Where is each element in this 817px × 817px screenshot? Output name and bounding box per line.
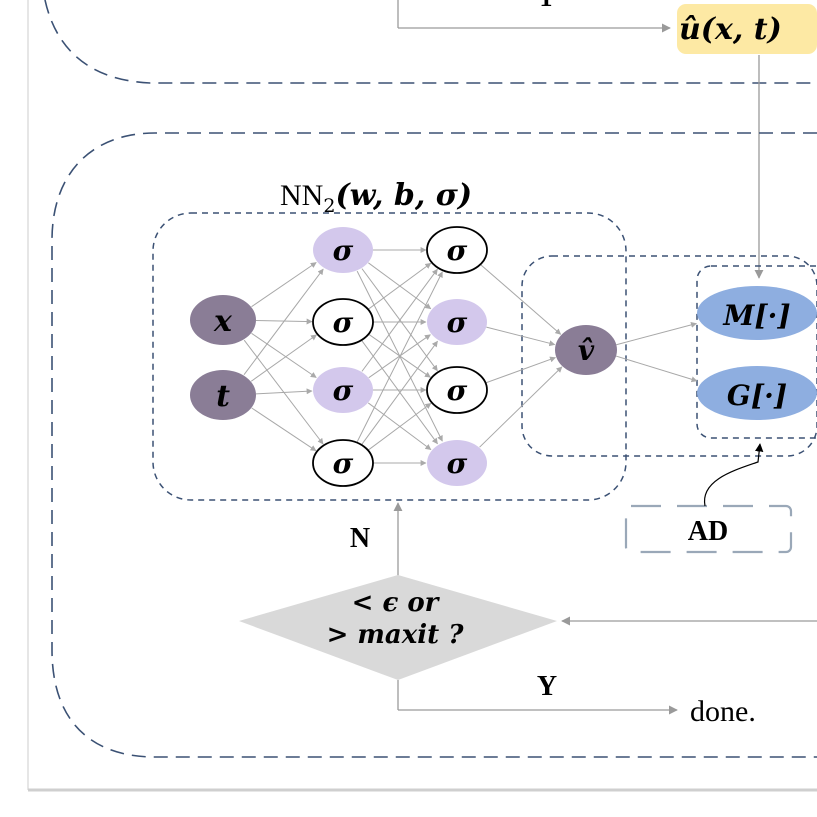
network-edges [243,247,698,466]
edge-input1-to-hidden1-3 [251,332,317,378]
edge-input2-to-hidden1-1 [243,268,324,375]
edge-input2-to-hidden1-4 [251,407,317,452]
hidden1-node-1 [313,227,373,273]
hidden2-node-4-label: σ [447,447,468,480]
hidden1-node-4 [312,439,374,487]
input-node-x-label: x [213,304,233,339]
network-title-args: (w, b, σ) [335,178,472,213]
edge-input2-to-hidden1-2 [250,334,318,382]
operator-node-g [697,366,817,420]
hidden1-node-1-label: σ [333,234,354,267]
edge-hidden2-3-to-output [485,356,556,384]
operator-node-g-label: G[·] [727,379,787,412]
yes-label: Y [537,671,557,702]
hidden2-node-3-label: σ [447,374,468,407]
edge-input1-to-hidden1-1 [251,262,317,308]
operator-node-m-label: M[·] [722,299,790,332]
edge-hidden1-3-to-hidden2-1 [361,268,438,372]
output-node-v-hat [555,325,617,375]
hidden2-node-1-label: σ [447,234,468,267]
main-section-outline [51,132,817,758]
network-title: NN2(w, b, σ) [280,178,472,217]
output-u-hat-box [677,4,817,54]
edge-hidden1-2-to-hidden2-1 [368,262,432,310]
hidden2-node-1 [426,226,488,274]
hidden2-node-3 [426,366,488,414]
operator-box [696,265,817,439]
network-title-subscript: 2 [323,195,335,217]
network-nodes: x t σ σ σ σ σ σ σ σ v̂ M[·] G[·] [190,226,817,487]
hidden1-node-3-label: σ [333,374,354,407]
input-node-t-label: t [216,379,230,414]
hidden1-node-2-label: σ [333,306,354,339]
svg-text:NN2(w, b, σ): NN2(w, b, σ) [280,178,472,217]
edge-hidden2-4-to-output [479,366,563,448]
no-label: N [350,523,370,554]
edge-hidden2-1-to-output [480,264,562,335]
edge-output-to-operator-1 [616,321,697,346]
hidden2-node-2 [427,299,487,345]
hidden1-node-2 [312,298,374,346]
hidden2-node-2-label: σ [447,306,468,339]
top-section-outline [44,0,817,84]
network-title-prefix: NN [280,179,323,212]
ad-label: AD [688,516,728,547]
decision-line-2: > maxit ? [327,620,465,650]
input-node-x [190,295,256,345]
edge-hidden1-4-to-hidden2-2 [361,340,438,445]
hidden1-node-3 [313,367,373,413]
edge-hidden1-4-to-hidden2-3 [367,402,432,451]
edge-hidden1-4-to-hidden2-1 [356,271,443,443]
output-node-v-hat-label: v̂ [578,334,595,367]
derivative-box [521,255,817,457]
top-clipped-label: 1 [540,0,553,12]
output-u-hat-label: û(x, t) [679,12,782,47]
input-node-t [190,370,256,420]
edge-hidden2-2-to-output [486,326,556,347]
hidden1-node-4-label: σ [333,447,354,480]
hidden2-node-4 [427,440,487,486]
operator-node-m [697,286,817,340]
edge-output-to-operator-2 [615,355,698,383]
network-box [152,212,627,501]
done-label: done. [690,695,756,728]
ad-to-operator-arrow [704,443,764,507]
edge-input2-to-hidden1-3 [255,388,313,395]
decision-line-1: < ϵ or [352,588,441,618]
decision-diamond [239,575,557,680]
ad-box [624,504,793,554]
